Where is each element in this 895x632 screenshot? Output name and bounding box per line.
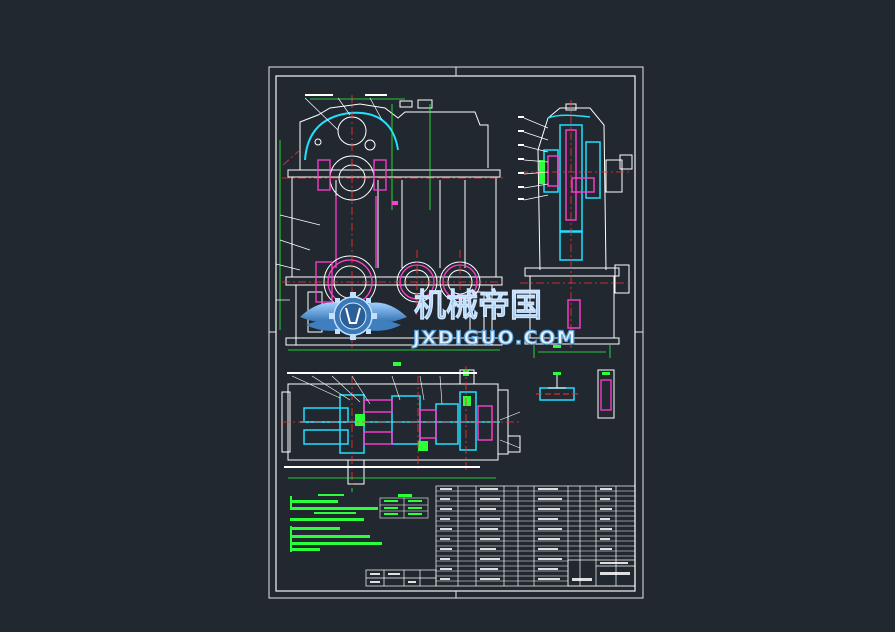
detail-view-a[interactable]: [536, 372, 578, 401]
top-view[interactable]: [281, 362, 521, 492]
watermark-cn-text: 机械帝国: [414, 286, 542, 324]
technical-notes: [290, 494, 429, 552]
watermark-logo: 机械帝国 JXDIGUO.COM: [300, 286, 577, 350]
side-view[interactable]: [518, 100, 633, 358]
sheet-border: [268, 66, 644, 599]
watermark-en-text: JXDIGUO.COM: [411, 327, 577, 349]
parts-list-table[interactable]: [365, 485, 636, 587]
gear-wings-logo-icon: [300, 292, 407, 340]
detail-view-b[interactable]: [597, 369, 615, 419]
